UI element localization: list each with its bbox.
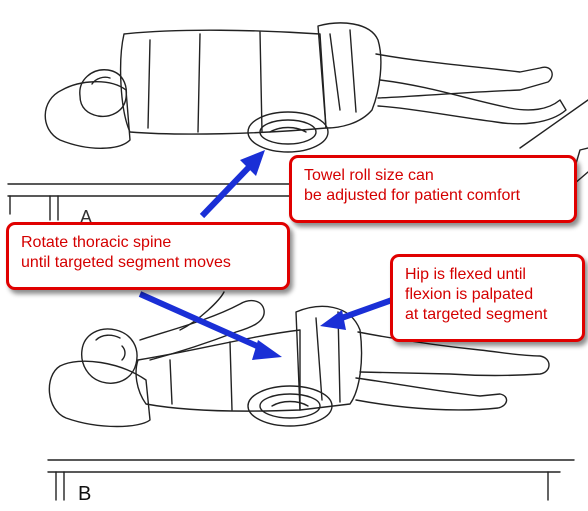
gown-a [119, 29, 327, 135]
towel-roll-callout-line-1: Towel roll size can [304, 167, 434, 184]
towel-roll-a [247, 111, 329, 153]
towel-roll-callout-line-2: be adjusted for patient comfort [304, 187, 521, 204]
arrow-to-towel-roll [199, 150, 265, 219]
rotate-spine-callout-line-1: Rotate thoracic spine [21, 234, 172, 251]
head-b [81, 328, 138, 384]
towel-roll-callout: Towel roll size can be adjusted for pati… [289, 155, 577, 223]
arrow-to-thoracic-spine [138, 291, 282, 360]
sheet-b [295, 305, 363, 411]
hip-flexed-callout: Hip is flexed until flexion is palpated … [390, 254, 585, 342]
table-b [47, 459, 575, 501]
hip-flexed-callout-line-1: Hip is flexed until [405, 266, 526, 283]
torso-b [135, 329, 301, 412]
head-a [79, 69, 128, 118]
towel-roll-b [247, 385, 333, 427]
panel-a-label: A [80, 207, 93, 227]
arrows [138, 150, 394, 360]
legs-a [375, 53, 553, 99]
arm-b [139, 299, 265, 361]
rotate-spine-callout: Rotate thoracic spine until targeted seg… [6, 222, 290, 290]
hip-flexed-callout-line-2: flexion is palpated [405, 286, 534, 303]
pillow-b [48, 360, 151, 428]
hip-flexed-callout-line-3: at targeted segment [405, 306, 548, 323]
sheet-a [317, 22, 382, 129]
pillow-a [44, 81, 131, 149]
arrow-to-hip [320, 297, 394, 330]
rotate-spine-callout-line-2: until targeted segment moves [21, 254, 231, 271]
legs-b [357, 331, 550, 377]
panel-b-label: B [78, 483, 92, 505]
